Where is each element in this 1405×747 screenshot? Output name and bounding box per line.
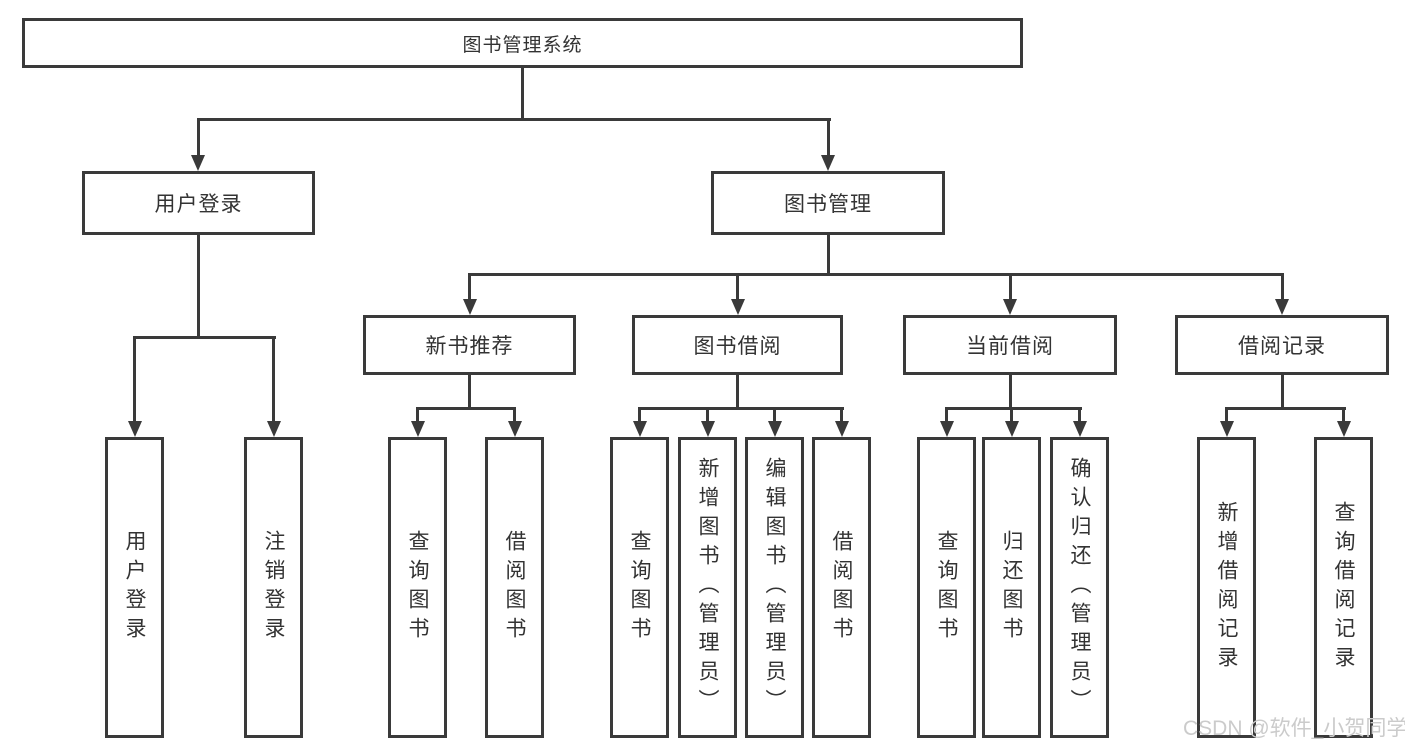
arrow-down-icon bbox=[835, 421, 849, 437]
connector-line bbox=[736, 375, 739, 410]
connector-line bbox=[513, 407, 516, 423]
leaf-edit-books-admin: 编辑图书（管理员） bbox=[745, 437, 804, 738]
arrow-down-icon bbox=[267, 421, 281, 437]
connector-line bbox=[521, 67, 524, 121]
leaf-confirm-return-admin-label: 确认归还（管理员） bbox=[1068, 457, 1091, 718]
leaf-query-borrow-record: 查询借阅记录 bbox=[1314, 437, 1373, 738]
leaf-user-login-label: 用户登录 bbox=[123, 529, 146, 646]
connector-line bbox=[1281, 273, 1284, 303]
leaf-borrow-books-borrow: 借阅图书 bbox=[812, 437, 871, 738]
leaf-return-books-label: 归还图书 bbox=[1000, 529, 1023, 646]
arrow-down-icon bbox=[191, 155, 205, 171]
arrow-down-icon bbox=[731, 299, 745, 315]
leaf-logout-login: 注销登录 bbox=[244, 437, 303, 738]
arrow-down-icon bbox=[1275, 299, 1289, 315]
arrow-down-icon bbox=[821, 155, 835, 171]
node-new-book-recommend-label: 新书推荐 bbox=[425, 335, 514, 358]
arrow-down-icon bbox=[1337, 421, 1351, 437]
leaf-query-books-borrow-label: 查询图书 bbox=[628, 529, 651, 646]
node-borrow-records-label: 借阅记录 bbox=[1238, 335, 1326, 358]
connector-line bbox=[197, 118, 200, 158]
connector-line bbox=[945, 407, 948, 423]
connector-line bbox=[736, 273, 739, 303]
leaf-return-books: 归还图书 bbox=[982, 437, 1041, 738]
connector-line bbox=[1342, 407, 1345, 423]
arrow-down-icon bbox=[1005, 421, 1019, 437]
leaf-add-books-admin-label: 新增图书（管理员） bbox=[696, 457, 719, 718]
leaf-add-borrow-record-label: 新增借阅记录 bbox=[1215, 500, 1238, 675]
leaf-add-borrow-record: 新增借阅记录 bbox=[1197, 437, 1256, 738]
connector-line bbox=[416, 407, 516, 410]
node-book-management-label: 图书管理 bbox=[784, 193, 872, 216]
node-library-system-label: 图书管理系统 bbox=[462, 34, 583, 56]
connector-line bbox=[197, 235, 200, 339]
node-user-login-label: 用户登录 bbox=[154, 193, 243, 216]
arrow-down-icon bbox=[701, 421, 715, 437]
arrow-down-icon bbox=[128, 421, 142, 437]
connector-line bbox=[638, 407, 641, 423]
connector-line bbox=[468, 375, 471, 410]
connector-line bbox=[197, 118, 831, 121]
node-new-book-recommend: 新书推荐 bbox=[363, 315, 576, 375]
connector-line bbox=[706, 407, 709, 423]
leaf-logout-login-label: 注销登录 bbox=[262, 529, 285, 646]
node-borrow-records: 借阅记录 bbox=[1175, 315, 1389, 375]
connector-line bbox=[468, 273, 471, 303]
connector-line bbox=[416, 407, 419, 423]
arrow-down-icon bbox=[1003, 299, 1017, 315]
connector-line bbox=[1010, 407, 1013, 423]
leaf-user-login: 用户登录 bbox=[105, 437, 164, 738]
leaf-add-books-admin: 新增图书（管理员） bbox=[678, 437, 737, 738]
leaf-query-books-current: 查询图书 bbox=[917, 437, 976, 738]
arrow-down-icon bbox=[1220, 421, 1234, 437]
arrow-down-icon bbox=[463, 299, 477, 315]
connector-line bbox=[773, 407, 776, 423]
leaf-confirm-return-admin: 确认归还（管理员） bbox=[1050, 437, 1109, 738]
node-book-management: 图书管理 bbox=[711, 171, 945, 235]
connector-line bbox=[133, 336, 276, 339]
connector-line bbox=[827, 118, 830, 158]
connector-line bbox=[133, 336, 136, 421]
connector-line bbox=[840, 407, 843, 423]
connector-line bbox=[1078, 407, 1081, 423]
leaf-edit-books-admin-label: 编辑图书（管理员） bbox=[763, 457, 786, 718]
connector-line bbox=[827, 235, 830, 276]
node-current-borrow-label: 当前借阅 bbox=[966, 335, 1054, 358]
arrow-down-icon bbox=[768, 421, 782, 437]
connector-line bbox=[468, 273, 1284, 276]
leaf-query-books-recommend-label: 查询图书 bbox=[406, 529, 429, 646]
node-book-borrow: 图书借阅 bbox=[632, 315, 843, 375]
connector-line bbox=[638, 407, 844, 410]
leaf-query-books-current-label: 查询图书 bbox=[935, 529, 958, 646]
leaf-borrow-books-recommend: 借阅图书 bbox=[485, 437, 544, 738]
connector-line bbox=[1225, 407, 1228, 423]
arrow-down-icon bbox=[633, 421, 647, 437]
watermark: CSDN @软件_小贺同学 bbox=[1183, 717, 1405, 740]
leaf-borrow-books-recommend-label: 借阅图书 bbox=[503, 529, 526, 646]
leaf-query-books-borrow: 查询图书 bbox=[610, 437, 669, 738]
connector-line bbox=[1009, 273, 1012, 303]
node-library-system: 图书管理系统 bbox=[22, 18, 1023, 68]
node-current-borrow: 当前借阅 bbox=[903, 315, 1117, 375]
arrow-down-icon bbox=[1073, 421, 1087, 437]
connector-line bbox=[945, 407, 1082, 410]
node-book-borrow-label: 图书借阅 bbox=[693, 335, 782, 358]
connector-line bbox=[1225, 407, 1346, 410]
connector-line bbox=[1009, 375, 1012, 410]
connector-line bbox=[1281, 375, 1284, 410]
arrow-down-icon bbox=[940, 421, 954, 437]
connector-line bbox=[272, 336, 275, 421]
arrow-down-icon bbox=[508, 421, 522, 437]
leaf-borrow-books-borrow-label: 借阅图书 bbox=[830, 529, 853, 646]
node-user-login: 用户登录 bbox=[82, 171, 315, 235]
arrow-down-icon bbox=[411, 421, 425, 437]
leaf-query-borrow-record-label: 查询借阅记录 bbox=[1332, 500, 1355, 675]
leaf-query-books-recommend: 查询图书 bbox=[388, 437, 447, 738]
